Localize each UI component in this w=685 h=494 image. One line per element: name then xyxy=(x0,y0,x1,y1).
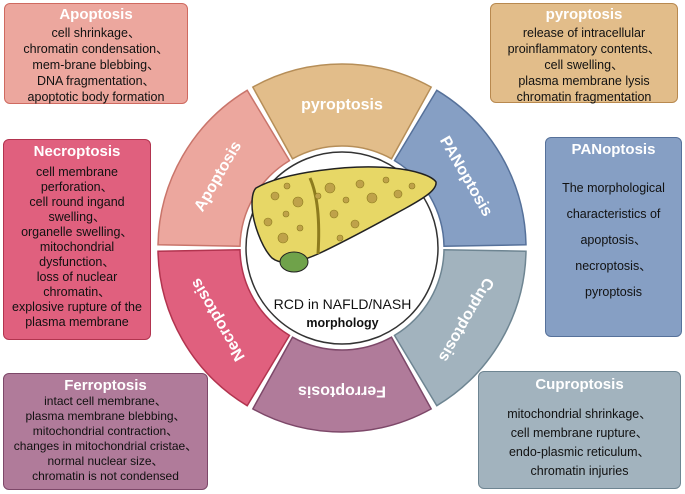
ring-label-ferroptosis: Ferroptosis xyxy=(298,383,386,400)
necroptosis-line: dysfunction、 xyxy=(39,255,115,269)
ferroptosis-line: chromatin is not condensed xyxy=(32,469,179,483)
pyroptosis-line: release of intracellular xyxy=(522,26,646,40)
panoptosis-line: apoptosis、 xyxy=(580,233,647,247)
cuproptosis-line: mitochondrial shrinkage、 xyxy=(507,407,652,421)
panoptosis-box: PANoptosis The morphological characteris… xyxy=(545,137,682,337)
necroptosis-line: cell membrane xyxy=(36,165,118,179)
necroptosis-line: explosive rupture of the xyxy=(12,300,142,314)
ferroptosis-line: normal nuclear size、 xyxy=(47,454,164,468)
panoptosis-line: The morphological xyxy=(562,181,665,195)
apoptosis-box: Apoptosis cell shrinkage、 chromatin cond… xyxy=(4,3,188,104)
ferroptosis-line: plasma membrane blebbing、 xyxy=(25,409,186,423)
panoptosis-line: pyroptosis xyxy=(585,285,642,299)
ferroptosis-box: Ferroptosis intact cell membrane、 plasma… xyxy=(3,373,208,490)
ferroptosis-line: changes in mitochondrial cristae、 xyxy=(13,439,198,453)
necroptosis-line: plasma membrane xyxy=(25,315,129,329)
ferroptosis-line: intact cell membrane、 xyxy=(44,394,167,408)
panoptosis-box-title: PANoptosis xyxy=(571,141,656,158)
ferroptosis-line: mitochondrial contraction、 xyxy=(32,424,179,438)
panoptosis-line: necroptosis、 xyxy=(575,259,652,273)
ring-segment-apoptosis xyxy=(157,89,291,247)
necroptosis-box-title: Necroptosis xyxy=(33,143,121,160)
necroptosis-line: swelling、 xyxy=(48,210,106,224)
necroptosis-line: loss of nuclear xyxy=(36,270,118,284)
apoptosis-line: cell shrinkage、 xyxy=(51,26,141,40)
necroptosis-box: Necroptosis cell membrane perforation、 c… xyxy=(3,139,151,340)
ring-segments xyxy=(157,63,527,433)
ring-segment-pyroptosis xyxy=(251,63,433,160)
apoptosis-line: mem-brane blebbing、 xyxy=(32,58,160,72)
cuproptosis-line: chromatin injuries xyxy=(530,464,629,478)
center-title: RCD in NAFLD/NASH xyxy=(273,296,412,312)
ring-segment-cuproptosis xyxy=(393,249,527,407)
pyroptosis-line: proinflammatory contents、 xyxy=(507,42,661,56)
center-subtitle: morphology xyxy=(306,316,379,330)
cuproptosis-line: cell membrane rupture、 xyxy=(510,426,649,440)
necroptosis-line: perforation、 xyxy=(40,180,114,194)
pyroptosis-line: cell swelling、 xyxy=(544,58,624,72)
liver-icon xyxy=(251,166,437,273)
apoptosis-box-title: Apoptosis xyxy=(59,6,133,23)
apoptosis-line: apoptotic body formation xyxy=(27,90,165,104)
cuproptosis-box-title: Cuproptosis xyxy=(535,376,624,393)
panoptosis-line: characteristics of xyxy=(566,207,661,221)
ring-segment-necroptosis xyxy=(157,249,291,407)
pyroptosis-line: chromatin fragmentation xyxy=(516,90,652,104)
apoptosis-line: DNA fragmentation、 xyxy=(36,74,156,88)
ring-segment-ferroptosis xyxy=(251,336,433,433)
pyroptosis-line: plasma membrane lysis xyxy=(518,74,650,88)
cuproptosis-line: endo-plasmic reticulum、 xyxy=(508,445,651,459)
necroptosis-line: organelle swelling、 xyxy=(21,225,133,239)
necroptosis-line: cell round ingand xyxy=(29,195,125,209)
necroptosis-line: mitochondrial xyxy=(39,240,115,254)
ferroptosis-box-title: Ferroptosis xyxy=(64,377,147,394)
ring-label-pyroptosis: pyroptosis xyxy=(301,97,383,114)
cuproptosis-box: Cuproptosis mitochondrial shrinkage、 cel… xyxy=(478,371,681,489)
pyroptosis-box-title: pyroptosis xyxy=(545,6,623,23)
pyroptosis-box: pyroptosis release of intracellular proi… xyxy=(490,3,678,104)
apoptosis-line: chromatin condensation、 xyxy=(23,42,169,56)
necroptosis-line: chromatin、 xyxy=(43,285,111,299)
